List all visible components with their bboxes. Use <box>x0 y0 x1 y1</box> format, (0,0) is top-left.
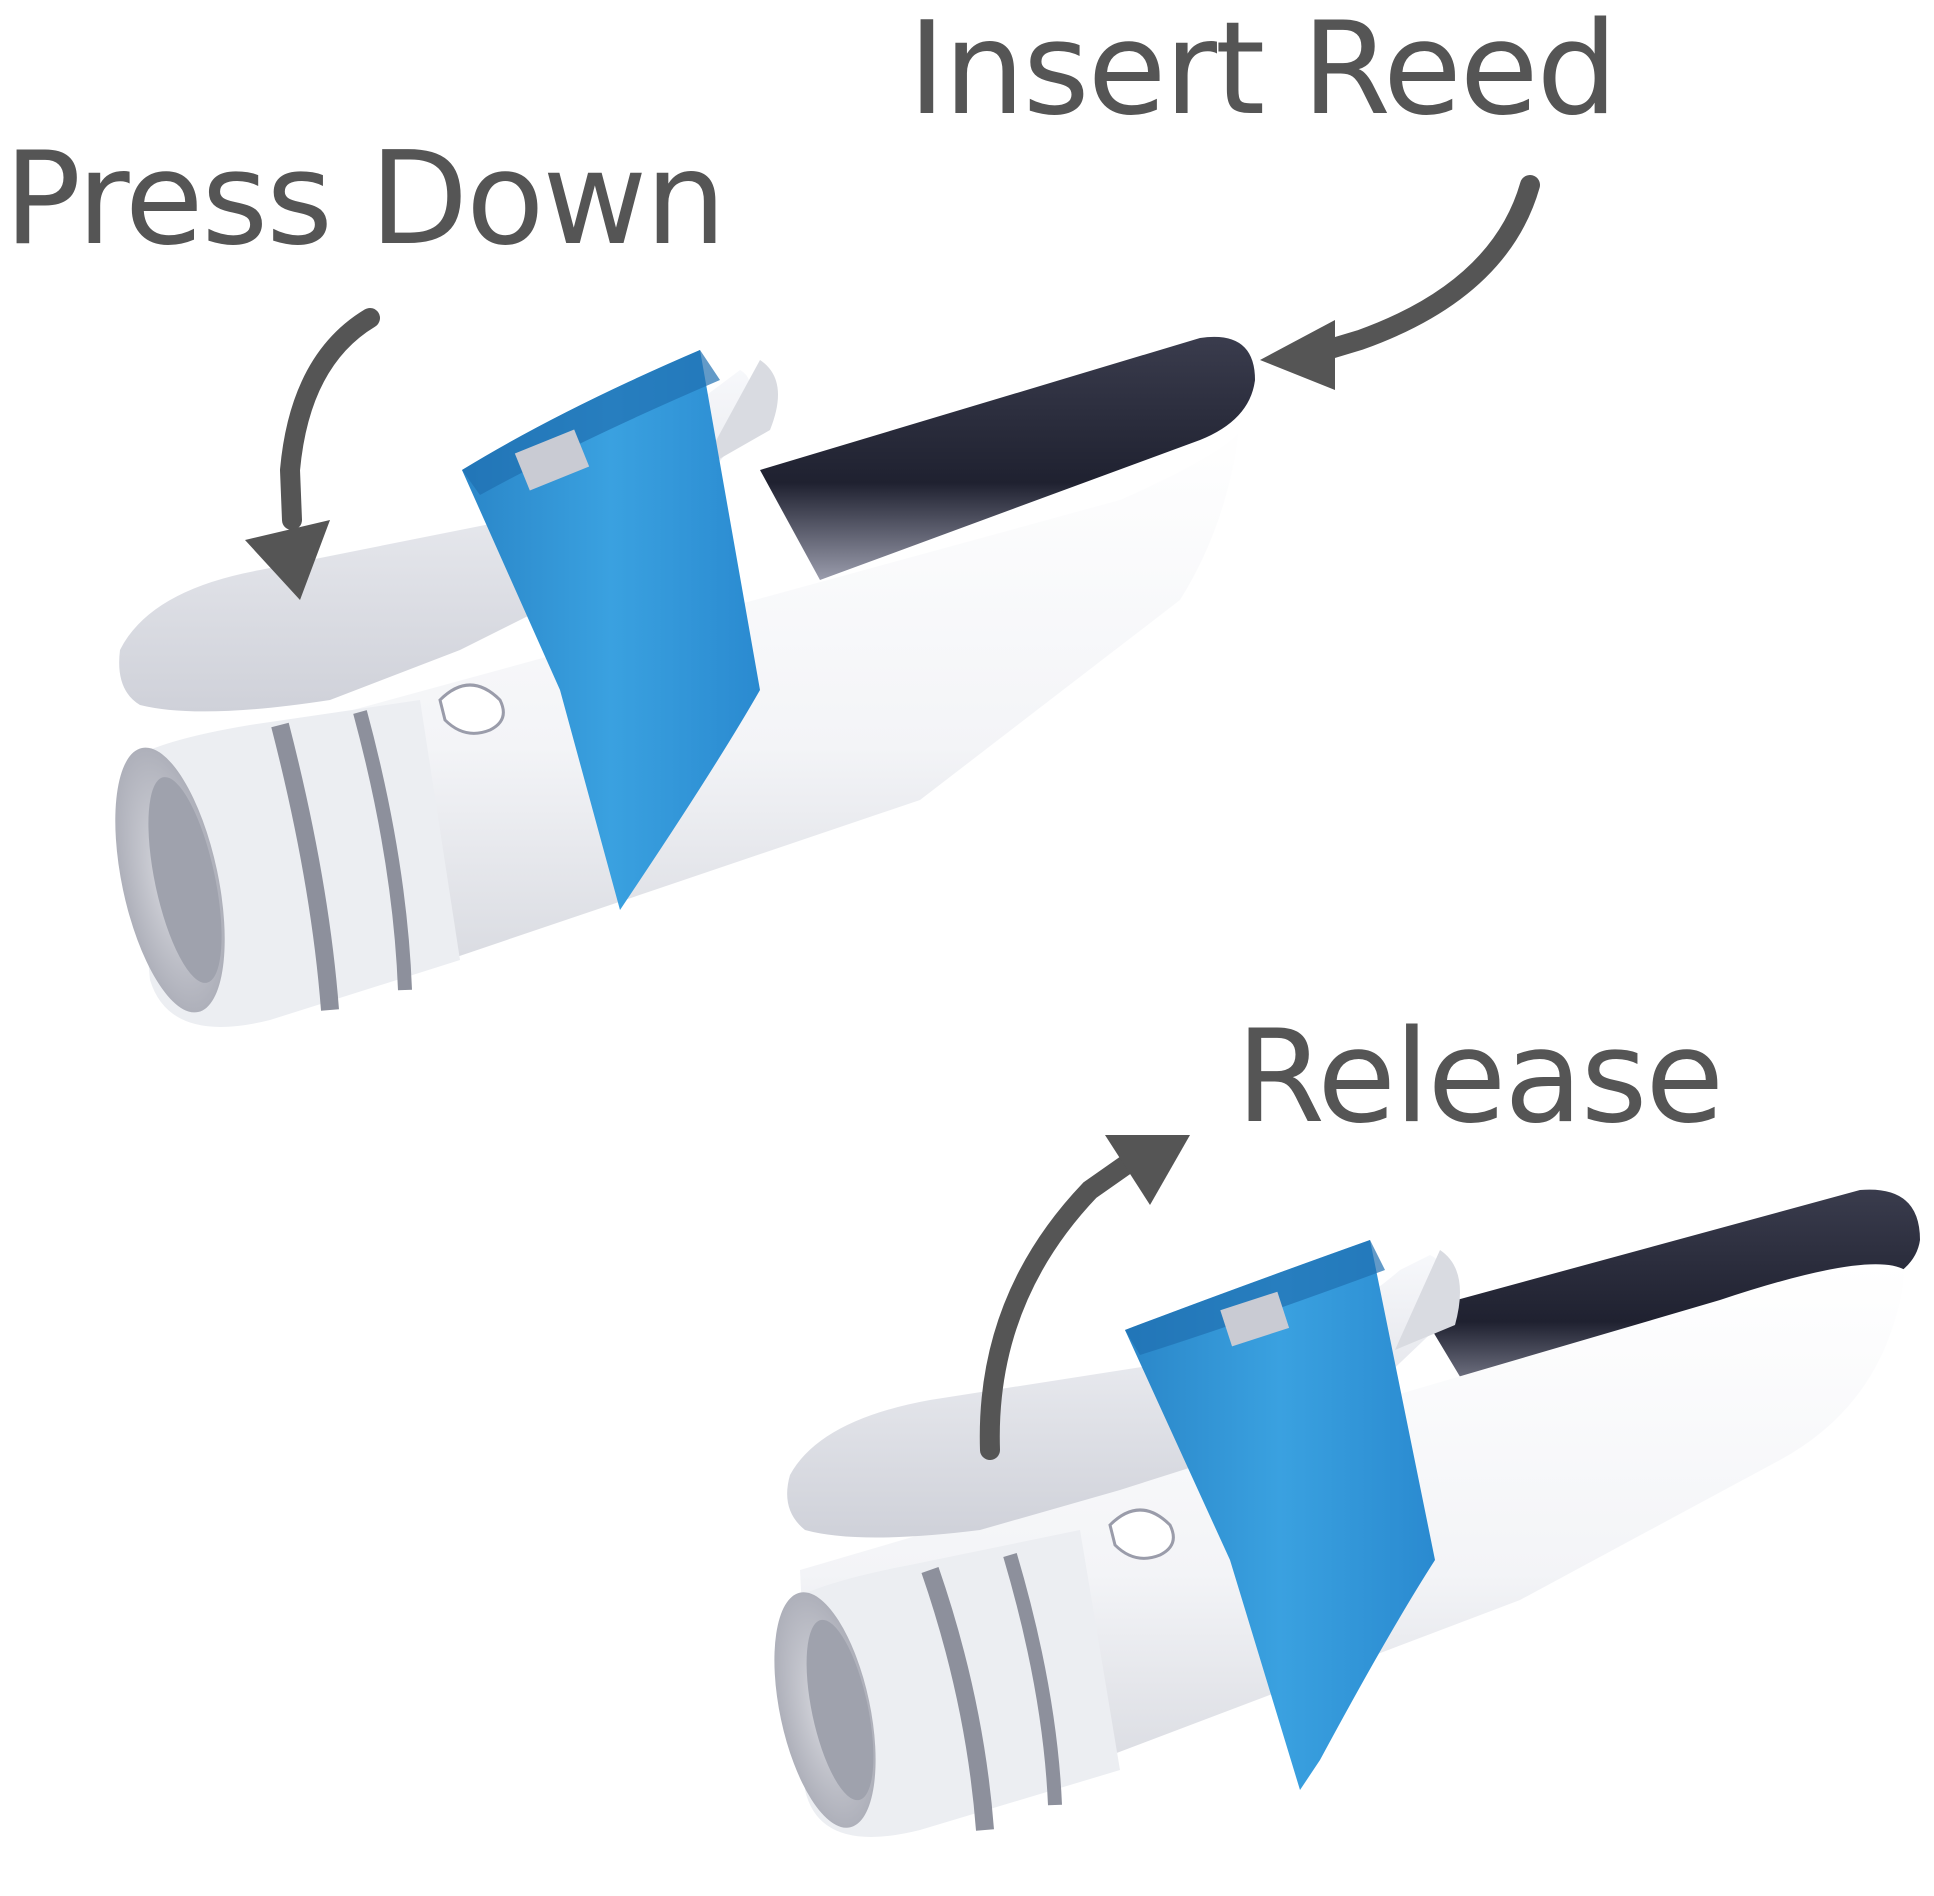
insert-reed-arrow <box>1260 175 1540 390</box>
release-label: Release <box>1236 1003 1724 1152</box>
mouthpiece-bottom <box>774 1189 1920 1837</box>
press-down-label: Press Down <box>4 125 726 274</box>
press-down-arrow <box>245 308 380 600</box>
mouthpiece-top <box>115 336 1255 1027</box>
release-arrow <box>979 1135 1190 1460</box>
insert-reed-label: Insert Reed <box>908 0 1618 144</box>
